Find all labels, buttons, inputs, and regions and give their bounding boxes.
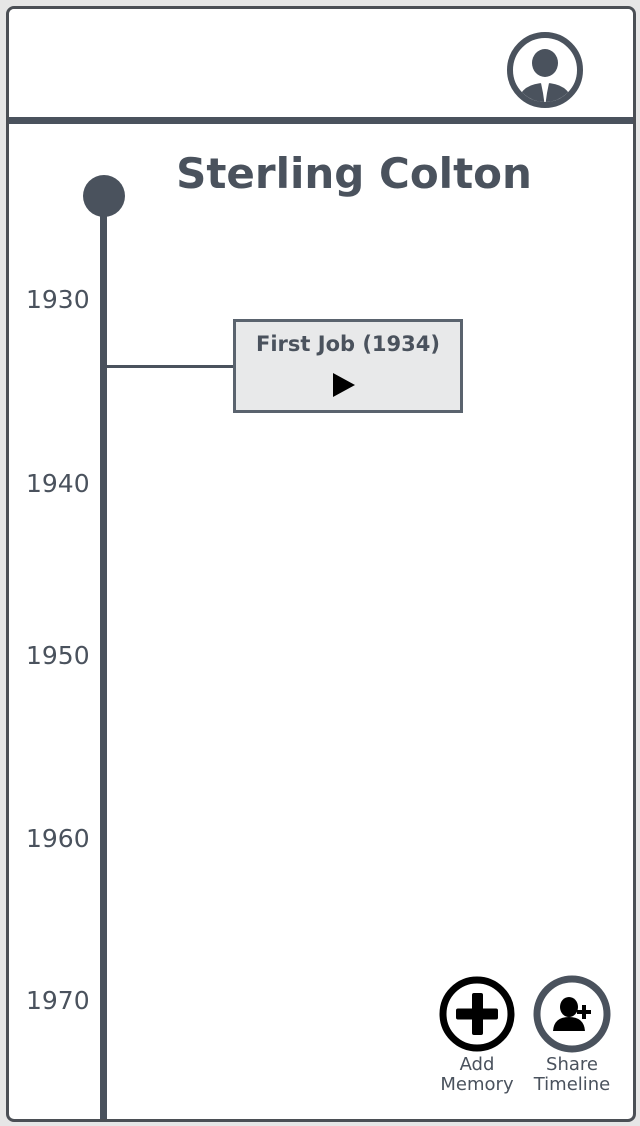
timeline-start-marker xyxy=(83,175,125,217)
year-label-1960: 1960 xyxy=(26,824,90,853)
add-memory-button[interactable]: Add Memory xyxy=(429,975,525,1095)
share-timeline-button[interactable]: Share Timeline xyxy=(524,975,620,1095)
timeline-axis xyxy=(100,197,107,1119)
year-label-1950: 1950 xyxy=(26,641,90,670)
year-label-1930: 1930 xyxy=(26,285,90,314)
year-label-1970: 1970 xyxy=(26,986,90,1015)
memory-connector xyxy=(107,365,233,368)
timeline-person-name: Sterling Colton xyxy=(176,149,532,198)
app-frame: Sterling Colton 1930 1940 1950 1960 1970… xyxy=(6,6,636,1122)
plus-circle-icon xyxy=(439,976,515,1052)
add-user-icon xyxy=(533,975,611,1053)
header-divider xyxy=(9,117,633,124)
profile-button[interactable] xyxy=(506,31,584,109)
year-label-1940: 1940 xyxy=(26,469,90,498)
header-bar xyxy=(9,9,633,117)
share-timeline-label-line1: Share xyxy=(546,1054,598,1075)
add-memory-label-line2: Memory xyxy=(440,1074,514,1095)
share-timeline-label-line2: Timeline xyxy=(533,1074,611,1095)
play-icon[interactable] xyxy=(332,372,356,398)
add-memory-label-line1: Add xyxy=(459,1054,495,1075)
user-avatar-icon xyxy=(507,32,583,108)
memory-title: First Job (1934) xyxy=(256,332,440,356)
memory-card[interactable]: First Job (1934) xyxy=(233,319,463,413)
